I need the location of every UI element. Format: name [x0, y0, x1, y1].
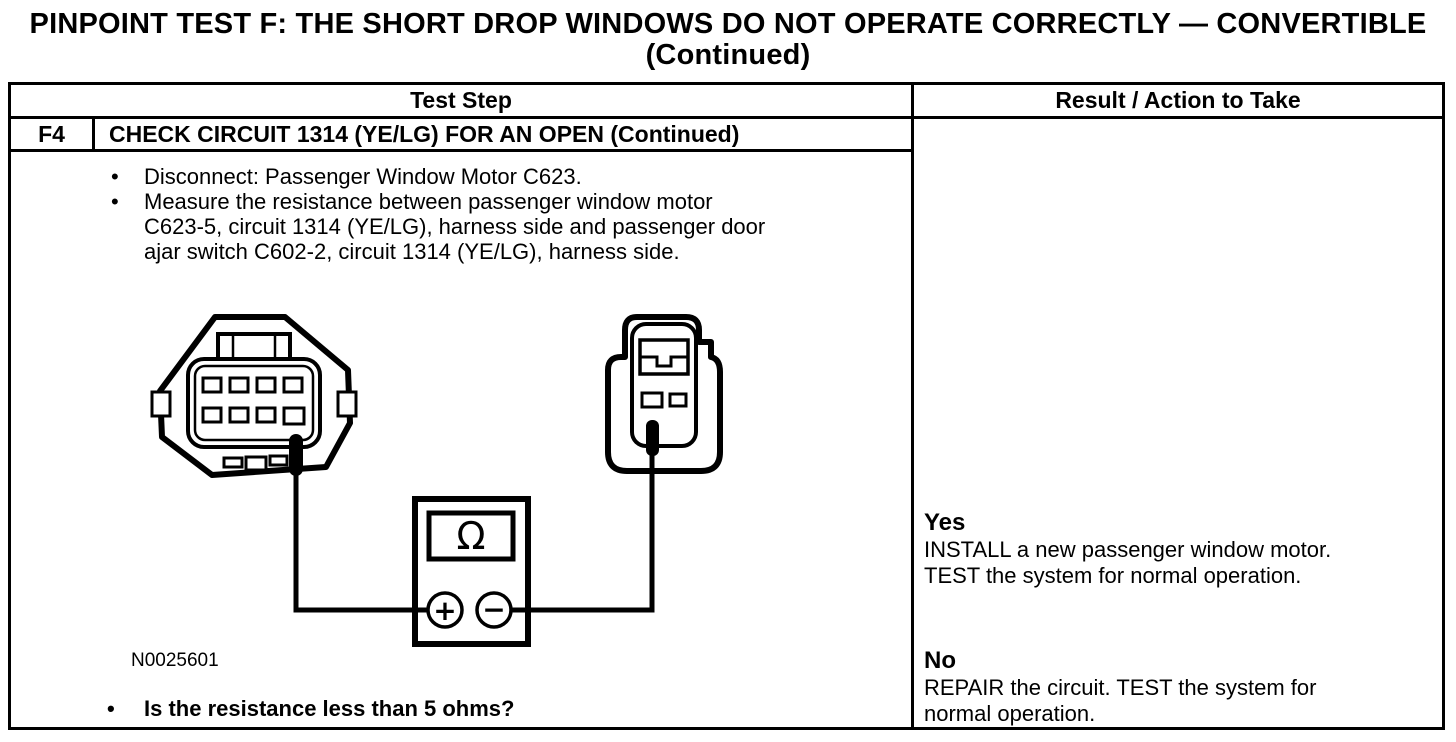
page-title-line1: PINPOINT TEST F: THE SHORT DROP WINDOWS … [29, 8, 1427, 40]
result-action-cell: Yes INSTALL a new passenger window motor… [914, 119, 1442, 727]
result-yes-label: Yes [924, 509, 966, 536]
list-item: • Measure the resistance between passeng… [111, 189, 881, 264]
pinpoint-test-table: Test Step Result / Action to Take F4 CHE… [8, 82, 1445, 730]
column-header-result-action: Result / Action to Take [1055, 87, 1301, 113]
pin-socket-under-test [640, 391, 664, 409]
negative-terminal [475, 591, 513, 629]
pin-socket [201, 406, 223, 424]
result-no-action: REPAIR the circuit. TEST the system for [924, 675, 1317, 700]
test-question-text: Is the resistance less than 5 ohms? [144, 696, 515, 721]
result-yes-action: TEST the system for normal operation. [924, 563, 1302, 588]
pin-socket [282, 376, 304, 394]
side-latch-notch [150, 390, 172, 418]
resistance-test-diagram: + − Ω [150, 314, 723, 647]
test-question: • Is the resistance less than 5 ohms? [107, 696, 514, 721]
result-yes-action: INSTALL a new passenger window motor. [924, 537, 1332, 562]
side-latch-notch [336, 390, 358, 418]
figure-code: N0025601 [131, 650, 219, 671]
bullet-icon: • [107, 696, 115, 721]
table-header-row: Test Step Result / Action to Take [11, 85, 1442, 119]
test-lead-wire [494, 454, 655, 613]
positive-terminal [426, 591, 464, 629]
pin-socket [255, 376, 277, 394]
pin-socket [255, 406, 277, 424]
bullet-icon: • [111, 164, 119, 189]
window-motor-connector-icon [150, 314, 358, 478]
pin-socket [228, 406, 250, 424]
list-item: • Disconnect: Passenger Window Motor C62… [111, 164, 881, 189]
ohm-symbol: Ω [456, 514, 485, 558]
test-lead-wire [293, 474, 445, 613]
bullet-icon: • [111, 189, 119, 214]
positive-terminal-label: + [433, 594, 456, 627]
pin-socket [668, 392, 688, 408]
test-step-cell: F4 CHECK CIRCUIT 1314 (YE/LG) FOR AN OPE… [11, 119, 914, 727]
instruction-text: Measure the resistance between passenger… [144, 189, 766, 264]
result-no-label: No [924, 647, 956, 674]
pin-socket-under-test [282, 406, 306, 426]
ohmmeter-icon: + − Ω [293, 454, 655, 647]
result-yes-block: Yes INSTALL a new passenger window motor… [924, 509, 1436, 589]
page-title-continued: (Continued) [645, 39, 811, 71]
step-id: F4 [11, 119, 95, 149]
result-no-action: normal operation. [924, 701, 1096, 726]
test-probe-icon [289, 434, 303, 476]
connector-top-tab [216, 332, 292, 361]
test-probe-icon [646, 420, 659, 456]
instruction-list: • Disconnect: Passenger Window Motor C62… [111, 164, 881, 264]
column-header-test-step: Test Step [11, 85, 914, 116]
page-title: PINPOINT TEST F: THE SHORT DROP WINDOWS … [0, 9, 1456, 71]
door-ajar-switch-connector-icon [605, 314, 723, 474]
step-content: • Disconnect: Passenger Window Motor C62… [11, 152, 911, 727]
step-title: CHECK CIRCUIT 1314 (YE/LG) FOR AN OPEN (… [109, 120, 740, 147]
instruction-text: Disconnect: Passenger Window Motor C623. [144, 164, 582, 189]
pin-socket [228, 376, 250, 394]
meter-display [426, 510, 516, 562]
pin-socket [201, 376, 223, 394]
table-body: F4 CHECK CIRCUIT 1314 (YE/LG) FOR AN OPE… [11, 119, 1442, 727]
step-row: F4 CHECK CIRCUIT 1314 (YE/LG) FOR AN OPE… [11, 119, 911, 152]
negative-terminal-label: − [482, 593, 505, 626]
result-no-block: No REPAIR the circuit. TEST the system f… [924, 647, 1436, 727]
